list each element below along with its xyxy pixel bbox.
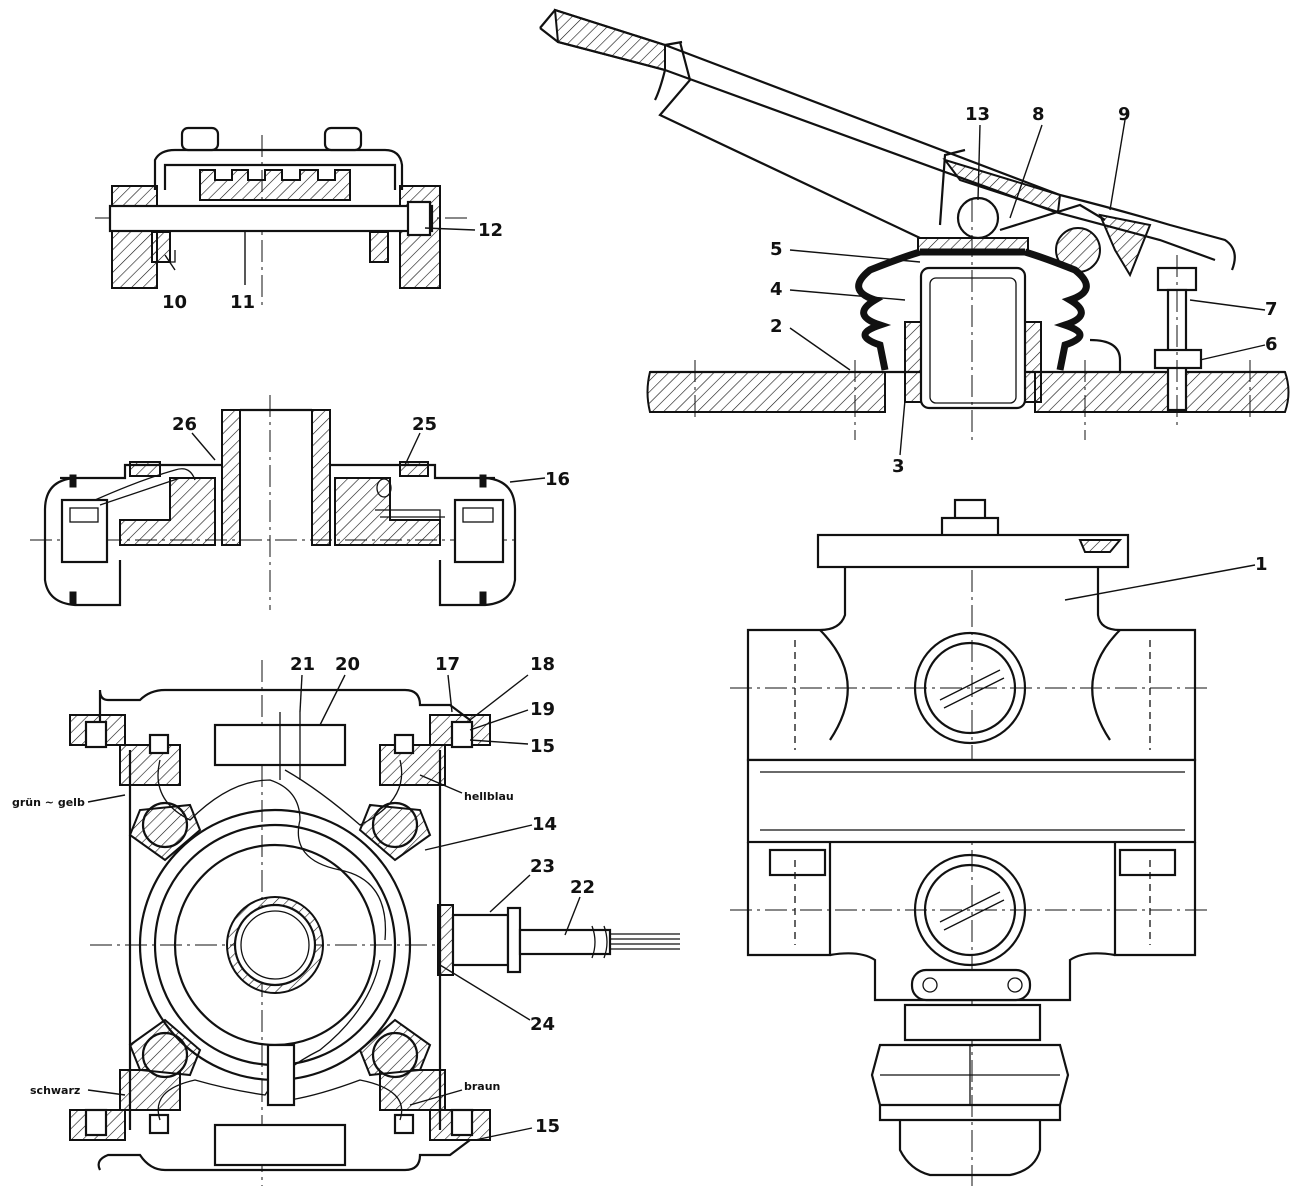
part-label-11: 11 — [230, 292, 255, 313]
part-label-19: 19 — [530, 699, 555, 720]
part-label-15-top: 15 — [530, 736, 555, 757]
part-label-1: 1 — [1255, 554, 1268, 575]
part-label-15-bottom: 15 — [535, 1116, 560, 1137]
part-label-14: 14 — [532, 814, 557, 835]
pedal-section-view — [539, 8, 1290, 440]
part-label-12: 12 — [478, 220, 503, 241]
leader-lines — [87, 119, 1266, 1141]
part-label-3: 3 — [892, 456, 905, 477]
part-label-25: 25 — [412, 414, 437, 435]
part-label-10: 10 — [162, 292, 187, 313]
wire-label-black: schwarz — [30, 1084, 80, 1097]
wire-label-green-yellow: grün ~ gelb — [12, 796, 85, 809]
part-label-17: 17 — [435, 654, 460, 675]
part-label-4: 4 — [770, 279, 783, 300]
part-label-13: 13 — [965, 104, 990, 125]
part-label-6: 6 — [1265, 334, 1278, 355]
wire-label-light-blue: hellblau — [464, 790, 514, 803]
shaft-section-view — [95, 126, 470, 310]
external-view — [730, 498, 1210, 1186]
part-label-23: 23 — [530, 856, 555, 877]
part-label-2: 2 — [770, 316, 783, 337]
part-label-18: 18 — [530, 654, 555, 675]
housing-section-view — [30, 395, 520, 610]
part-label-24: 24 — [530, 1014, 555, 1035]
part-label-9: 9 — [1118, 104, 1131, 125]
part-label-26: 26 — [172, 414, 197, 435]
part-label-8: 8 — [1032, 104, 1045, 125]
part-label-20: 20 — [335, 654, 360, 675]
plan-section-view — [69, 660, 680, 1186]
wire-label-brown: braun — [464, 1080, 500, 1093]
part-label-16: 16 — [545, 469, 570, 490]
part-label-21: 21 — [290, 654, 315, 675]
part-label-22: 22 — [570, 877, 595, 898]
part-labels: 1 2 3 4 5 6 7 8 9 10 11 12 13 14 15 15 1… — [12, 104, 1278, 1137]
part-label-5: 5 — [770, 239, 783, 260]
part-label-7: 7 — [1265, 299, 1278, 320]
